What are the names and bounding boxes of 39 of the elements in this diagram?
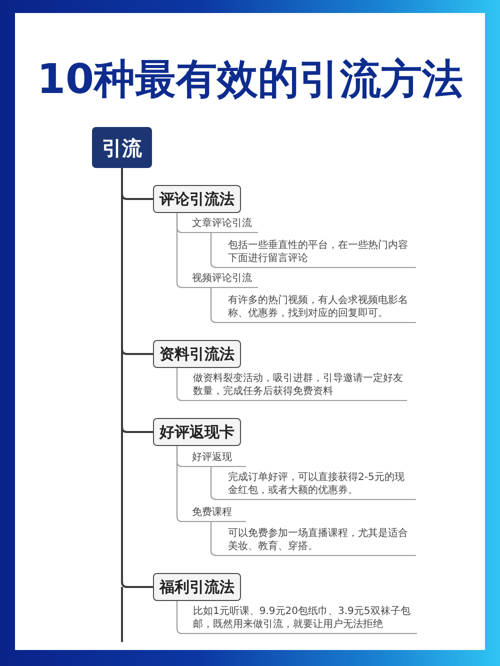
branch-box — [153, 418, 241, 446]
connector-line — [176, 213, 182, 288]
subtopic-label: 视频评论引流 — [192, 272, 252, 285]
connector-line — [210, 288, 216, 324]
branch-label: 资料引流法 — [160, 345, 234, 363]
root-label: 引流 — [102, 136, 142, 160]
connector-line — [176, 368, 182, 402]
note-text: 可以免费参加一场直播课程，尤其是适合美妆、教育、穿搭。 — [228, 527, 409, 553]
note-underline — [182, 370, 407, 401]
branch-label: 评论引流法 — [160, 190, 234, 208]
connector-line — [176, 601, 182, 634]
note-underline — [216, 292, 416, 323]
subtopic-label: 文章评论引流 — [192, 217, 252, 230]
subtopic-underline — [182, 507, 246, 522]
connector-line — [210, 467, 216, 500]
branch-box — [153, 185, 241, 213]
subtopic-label: 免费课程 — [192, 506, 232, 519]
branch-box — [153, 573, 241, 601]
subtopic-underline — [182, 273, 258, 288]
branch-box — [153, 340, 241, 368]
note-underline — [182, 603, 417, 634]
connector-line — [210, 233, 216, 268]
note-underline — [216, 525, 416, 556]
root-box — [92, 127, 152, 168]
connector-line — [210, 522, 216, 556]
branch-label: 福利引流法 — [160, 578, 234, 596]
note-text: 完成订单好评，可以直接获得2-5元的现金红包，或者大额的优惠券。 — [228, 471, 406, 497]
subtopic-underline — [182, 452, 246, 467]
connector-line — [176, 446, 182, 522]
diagram-title: 10种最有效的引流方法 — [36, 54, 464, 105]
branch-label: 好评返现卡 — [160, 423, 234, 441]
subtopic-underline — [182, 218, 258, 233]
note-underline — [216, 469, 416, 500]
note-underline — [216, 237, 416, 268]
note-text: 包括一些垂直性的平台，在一些热门内容下面进行留言评论 — [228, 239, 409, 265]
subtopic-label: 好评返现 — [192, 451, 232, 464]
note-text: 比如1元听课、9.9元20包纸巾、3.9元5双袜子包邮，既然用来做引流，就要让用户无法拒绝 — [193, 605, 412, 631]
note-text: 做资料裂变活动，吸引进群，引导邀请一定好友数量，完成任务后获得免费资料 — [193, 372, 403, 398]
note-text: 有许多的热门视频，有人会求视频电影名称、优惠券，找到对应的回复即可。 — [228, 294, 409, 320]
